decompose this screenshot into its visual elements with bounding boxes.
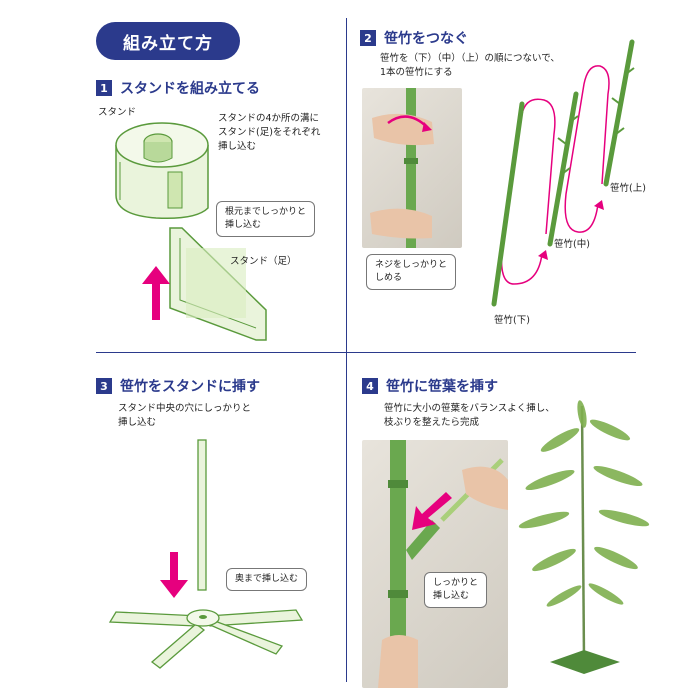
bamboo-bottom-label: 笹竹(下): [494, 315, 530, 326]
step-1-heading: 1 スタンドを組み立てる: [96, 78, 260, 98]
step-4-number: 4: [362, 378, 378, 394]
bamboo-middle-label: 笹竹(中): [554, 239, 590, 250]
step-4-photo: [362, 440, 508, 688]
stand-assembly-illustration: [115, 122, 267, 341]
step-1-title: スタンドを組み立てる: [120, 81, 260, 97]
step-3-callout: 奥まで挿し込む: [226, 568, 308, 591]
step-2-photo: [362, 88, 462, 248]
step-2-note: 笹竹を（下）（中）（上）の順につないで、 1本の笹竹にする: [380, 53, 560, 78]
step-1-callout: 根元までしっかりと 挿し込む: [216, 201, 316, 237]
step-2-title: 笹竹をつなぐ: [384, 31, 468, 47]
step-3-heading: 3 笹竹をスタンドに挿す: [96, 376, 260, 396]
vertical-divider: [346, 18, 347, 682]
step-2-number: 2: [360, 30, 376, 46]
step-3-title: 笹竹をスタンドに挿す: [120, 379, 260, 395]
step-2-callout: ネジをしっかりと しめる: [366, 254, 457, 290]
horizontal-divider: [96, 352, 636, 353]
step-4-heading: 4 笹竹に笹葉を挿す: [362, 376, 498, 396]
step-1-number: 1: [96, 80, 112, 96]
completed-bamboo-illustration: [518, 400, 650, 674]
stand-label: スタンド: [98, 107, 137, 118]
page-title: 組み立て方: [96, 22, 240, 60]
step-3-number: 3: [96, 378, 112, 394]
stand-insert-illustration: [108, 439, 304, 669]
step-3-note: スタンド中央の穴にしっかりと 挿し込む: [118, 403, 252, 428]
step-4-title: 笹竹に笹葉を挿す: [386, 379, 498, 395]
bamboo-segments-illustration: [491, 39, 635, 307]
step-2-heading: 2 笹竹をつなぐ: [360, 28, 468, 48]
step-4-callout: しっかりと 挿し込む: [424, 572, 488, 608]
step-1-note: スタンドの4か所の溝に スタンド(足)をそれぞれ 挿し込む: [218, 113, 321, 152]
step-4-note: 笹竹に大小の笹葉をバランスよく挿し、 枝ぶりを整えたら完成: [384, 403, 555, 428]
stand-leg-label: スタンド（足）: [230, 256, 297, 267]
bamboo-top-label: 笹竹(上): [610, 183, 646, 194]
